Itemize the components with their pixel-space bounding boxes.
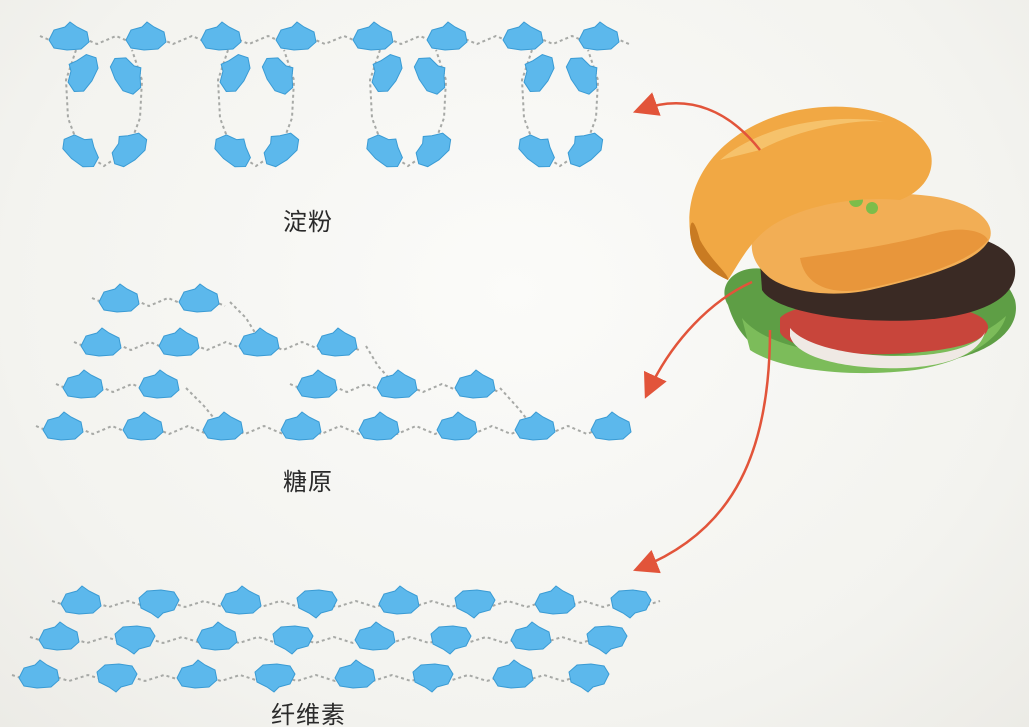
arrow-to-cellulose — [640, 330, 770, 568]
glycogen-glucose-unit — [239, 328, 279, 356]
cellulose-glucose-unit — [355, 622, 395, 650]
glycogen-glucose-unit — [179, 284, 219, 312]
cellulose-glucose-unit — [297, 590, 337, 618]
glycogen-glucose-unit — [81, 328, 121, 356]
starch-glucose-unit — [427, 22, 467, 50]
glycogen-glucose-unit — [437, 412, 477, 440]
glycogen-glucose-unit — [159, 328, 199, 356]
glycogen-glucose-unit — [359, 412, 399, 440]
cellulose-glucose-unit — [587, 626, 627, 654]
starch-glucose-unit — [106, 50, 150, 99]
cellulose-glucose-unit — [19, 660, 59, 688]
glycogen-glucose-unit — [377, 370, 417, 398]
glycogen-glucose-unit — [591, 412, 631, 440]
cellulose-glucose-unit — [511, 622, 551, 650]
starch-glucose-unit — [410, 50, 454, 99]
starch-glucose-unit — [126, 22, 166, 50]
cellulose-glucose-unit — [139, 590, 179, 618]
cellulose-glucose-unit — [455, 590, 495, 618]
starch-glucose-unit — [559, 124, 608, 171]
starch-glucose-unit — [255, 124, 304, 171]
cellulose-glucose-unit — [221, 586, 261, 614]
cellulose-glucose-unit — [535, 586, 575, 614]
glycosidic-bonds — [12, 36, 660, 681]
cellulose-glucose-unit — [197, 622, 237, 650]
hamburger-icon — [689, 107, 1016, 373]
glycogen-glucose-unit — [123, 412, 163, 440]
cellulose-glucose-unit — [493, 660, 533, 688]
cellulose-glucose-unit — [61, 586, 101, 614]
starch-glucose-unit — [562, 50, 606, 99]
cellulose-glucose-unit — [273, 626, 313, 654]
starch-glucose-unit — [362, 126, 411, 173]
cellulose-glucose-unit — [335, 660, 375, 688]
cellulose-glucose-unit — [611, 590, 651, 618]
starch-glucose-unit — [103, 124, 152, 171]
cellulose-glucose-unit — [97, 664, 137, 692]
glucose-units — [19, 22, 651, 692]
cellulose-glucose-unit — [413, 664, 453, 692]
starch-glucose-unit — [515, 48, 559, 97]
starch-glucose-unit — [49, 22, 89, 50]
glycogen-glucose-unit — [63, 370, 103, 398]
cellulose-glucose-unit — [39, 622, 79, 650]
glycogen-glucose-unit — [139, 370, 179, 398]
starch-glucose-unit — [514, 126, 563, 173]
starch-glucose-unit — [407, 124, 456, 171]
glycogen-glucose-unit — [297, 370, 337, 398]
cellulose-glucose-unit — [115, 626, 155, 654]
cellulose-glucose-unit — [177, 660, 217, 688]
starch-glucose-unit — [201, 22, 241, 50]
cellulose-glucose-unit — [255, 664, 295, 692]
starch-glucose-unit — [59, 48, 103, 97]
glycogen-glucose-unit — [43, 412, 83, 440]
starch-glucose-unit — [211, 48, 255, 97]
glycogen-label: 糖原 — [283, 462, 333, 497]
cellulose-glucose-unit — [379, 586, 419, 614]
glycogen-glucose-unit — [281, 412, 321, 440]
glycogen-glucose-unit — [317, 328, 357, 356]
glycogen-glucose-unit — [455, 370, 495, 398]
starch-glucose-unit — [276, 22, 316, 50]
starch-glucose-unit — [363, 48, 407, 97]
glycogen-glucose-unit — [515, 412, 555, 440]
glycogen-glucose-unit — [203, 412, 243, 440]
starch-glucose-unit — [210, 126, 259, 173]
glycogen-glucose-unit — [99, 284, 139, 312]
starch-label: 淀粉 — [283, 202, 333, 237]
starch-glucose-unit — [503, 22, 543, 50]
cellulose-glucose-unit — [569, 664, 609, 692]
starch-glucose-unit — [353, 22, 393, 50]
cellulose-label: 纤维素 — [271, 695, 346, 727]
starch-glucose-unit — [258, 50, 302, 99]
starch-glucose-unit — [579, 22, 619, 50]
cellulose-glucose-unit — [431, 626, 471, 654]
starch-glucose-unit — [58, 126, 107, 173]
